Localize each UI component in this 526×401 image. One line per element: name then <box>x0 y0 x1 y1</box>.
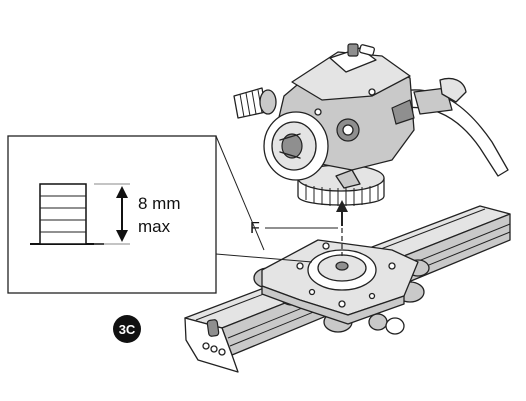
step-badge: 3C <box>113 315 141 343</box>
assembly-arrow <box>336 200 348 256</box>
step-badge-label: 3C <box>119 322 136 337</box>
fluid-head <box>233 43 509 206</box>
measure-qualifier: max <box>138 217 171 236</box>
measure-value: 8 mm <box>138 194 181 213</box>
carriage-plate <box>253 239 430 335</box>
stack-height-figure <box>30 183 130 245</box>
